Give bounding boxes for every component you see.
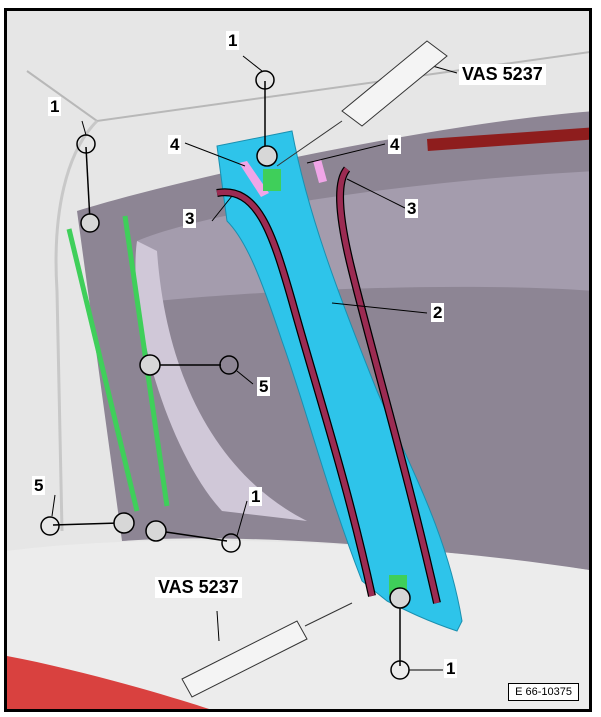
removal-tool-bottom [181,602,353,698]
clip-pad-top [263,169,281,191]
callout-5-mid: 5 [257,377,271,396]
high-brake-light [426,127,589,151]
callout-1-bottom: 1 [444,659,458,678]
clip-strip-outer [66,228,140,512]
adhesive-pad-right [313,159,327,183]
callout-2: 2 [431,303,445,322]
callout-5-left: 5 [32,476,46,495]
callout-1-top: 1 [226,31,240,50]
callout-1-left: 1 [48,97,62,116]
callout-3-left: 3 [183,209,197,228]
callout-4-left: 4 [168,135,182,154]
assembly-illustration [7,11,589,709]
tool-label-top: VAS 5237 [459,64,546,85]
callout-3-right: 3 [405,199,419,218]
callout-1-lower: 1 [249,487,263,506]
adhesive-pad-left [239,161,269,197]
diagram-frame: 1 1 1 1 2 3 3 4 4 5 5 VAS 5237 VAS 5237 … [4,8,592,712]
tool-label-bottom: VAS 5237 [155,577,242,598]
tail-light [7,656,210,709]
removal-tool-top [276,40,448,167]
callout-4-right: 4 [388,135,402,154]
figure-reference: E 66-10375 [508,683,579,701]
seal-strip-left [216,189,375,597]
seal-strip-right [337,167,440,604]
